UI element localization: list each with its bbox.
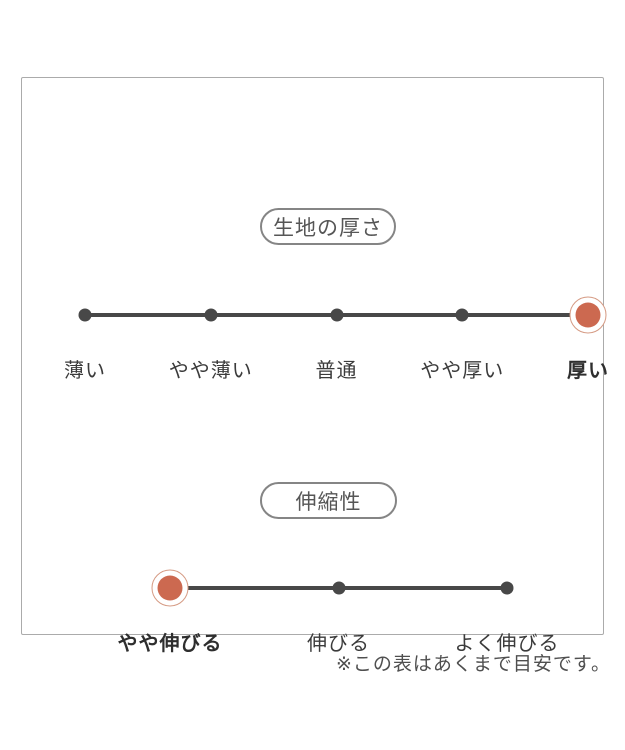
section-title-thickness-label: 生地の厚さ: [273, 216, 383, 240]
tick-label-thick-selected: 厚い: [567, 360, 609, 382]
tick-label-stretch: 伸びる: [307, 633, 370, 655]
chart-panel: 生地の厚さ 薄い やや薄い 普通 やや厚い 厚い 伸縮性: [21, 77, 608, 655]
stretch-dot-2: [332, 581, 345, 595]
tick-label-somewhat-thin: やや薄い: [168, 360, 253, 382]
disclaimer-footnote: ※この表はあくまで目安です。: [335, 654, 611, 675]
active-dot-fill: [575, 302, 601, 328]
tick-label-stretch-somewhat-selected: やや伸びる: [117, 633, 223, 655]
section-title-stretch-label: 伸縮性: [295, 490, 362, 514]
section-title-thickness: 生地の厚さ: [260, 208, 396, 245]
thickness-dot-3: [330, 308, 343, 322]
stretch-dot-1-active-marker: [151, 569, 189, 607]
tick-label-stretch-well: よく伸びる: [454, 633, 560, 655]
active-dot-fill: [157, 575, 183, 601]
thickness-dot-2: [204, 308, 218, 322]
tick-label-somewhat-thick: やや厚い: [420, 360, 505, 382]
tick-label-thin: 薄い: [64, 360, 106, 382]
tick-label-normal: 普通: [315, 360, 358, 382]
section-title-stretch: 伸縮性: [260, 482, 397, 519]
stretch-dot-3: [500, 581, 514, 595]
thickness-dot-4: [455, 308, 469, 322]
thickness-dot-1: [78, 308, 92, 322]
thickness-dot-5-active-marker: [569, 296, 607, 334]
